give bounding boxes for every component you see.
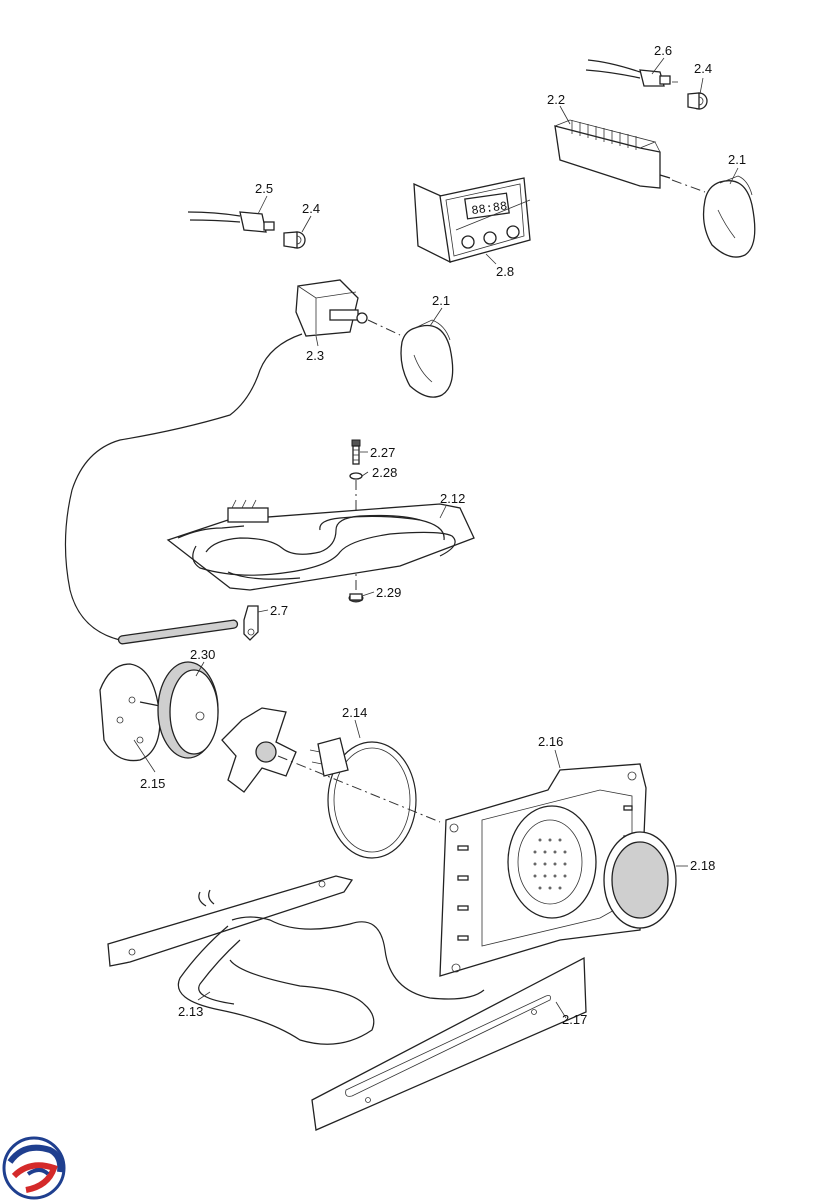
- part-2-30-heat-shield: [157, 661, 219, 759]
- label-2-30: 2.30: [190, 647, 215, 662]
- label-2-1-top: 2.1: [728, 152, 746, 167]
- part-2-12-grill-element: [166, 499, 475, 591]
- label-2-18: 2.18: [690, 858, 715, 873]
- part-2-6-lamp-holder: [585, 59, 678, 87]
- label-2-5: 2.5: [255, 181, 273, 196]
- part-2-1-control-knob-top: [702, 175, 756, 258]
- part-2-7-sensor-probe: [117, 605, 259, 645]
- label-2-28: 2.28: [372, 465, 397, 480]
- part-2-14-circular-element: [309, 737, 417, 859]
- label-2-12: 2.12: [440, 491, 465, 506]
- brand-swirl-icon: [2, 1136, 66, 1200]
- label-2-4-left: 2.4: [302, 201, 320, 216]
- label-2-8: 2.8: [496, 264, 514, 279]
- label-2-1-middle: 2.1: [432, 293, 450, 308]
- label-2-15: 2.15: [140, 776, 165, 791]
- leader-lines: [133, 57, 739, 1019]
- label-2-4-top: 2.4: [694, 61, 712, 76]
- part-2-29-nut: [348, 593, 364, 603]
- label-2-3: 2.3: [306, 348, 324, 363]
- part-2-13-bottom-element: [107, 875, 485, 1045]
- part-2-2-selector-switch: [554, 119, 706, 193]
- part-2-15-fan-motor: [99, 663, 161, 762]
- label-2-13: 2.13: [178, 1004, 203, 1019]
- timer-digits: 88:88: [471, 199, 509, 218]
- part-2-3-thermostat: [64, 279, 401, 641]
- part-2-27-screw: [351, 439, 361, 465]
- part-2-4-lamp-left: [283, 231, 306, 249]
- label-2-7: 2.7: [270, 603, 288, 618]
- label-2-2: 2.2: [547, 92, 565, 107]
- label-2-14: 2.14: [342, 705, 367, 720]
- part-2-1-control-knob-middle: [400, 319, 454, 398]
- part-2-4-lamp-top: [687, 92, 708, 110]
- callout-labels: 2.6 2.4 2.2 2.1 2.5 2.4 2.8 2.1 2.3 2.27…: [140, 43, 746, 1027]
- part-2-17-base-rail: [311, 956, 587, 1131]
- label-2-17: 2.17: [562, 1012, 587, 1027]
- label-2-27: 2.27: [370, 445, 395, 460]
- label-2-16: 2.16: [538, 734, 563, 749]
- part-2-8-electronic-timer: 88:88: [413, 177, 531, 264]
- part-2-18-lamp-lens: [603, 831, 677, 929]
- label-2-6: 2.6: [654, 43, 672, 58]
- label-2-29: 2.29: [376, 585, 401, 600]
- part-2-5-lamp-holder: [187, 211, 275, 233]
- part-2-16-back-panel: [439, 763, 647, 977]
- part-2-15-fan-blade: [221, 707, 441, 823]
